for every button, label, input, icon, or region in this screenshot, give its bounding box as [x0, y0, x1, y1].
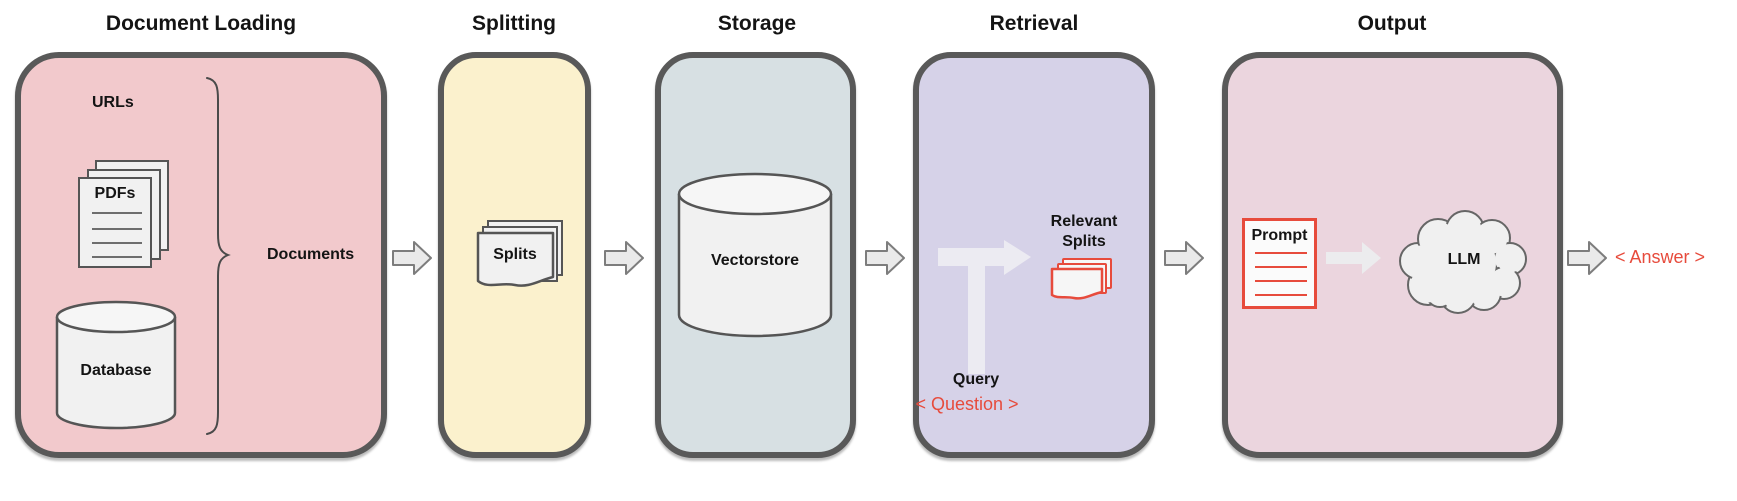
relevant-splits-line2: Splits: [1062, 233, 1106, 250]
flow-arrow-3-icon: [865, 239, 905, 277]
database-label: Database: [80, 362, 152, 379]
llm-cloud-icon: LLM: [1392, 209, 1535, 319]
relevant-splits-line1: Relevant: [1050, 213, 1118, 230]
flow-arrow-1-icon: [392, 239, 432, 277]
query-label: Query: [952, 371, 1000, 388]
stage-title-retrieval: Retrieval: [989, 12, 1079, 35]
prompt-to-llm-arrow-icon: [1326, 241, 1382, 275]
splits-label: Splits: [493, 246, 537, 263]
stage-title-storage: Storage: [717, 12, 797, 35]
splits-stack-icon: Splits: [476, 231, 555, 291]
flow-arrow-2-icon: [604, 239, 644, 277]
relevant-splits-label: Relevant Splits: [1051, 212, 1118, 252]
pdf-line-icon: [92, 212, 142, 214]
stage-title-document-loading: Document Loading: [105, 12, 297, 35]
flow-arrow-5-icon: [1567, 239, 1607, 277]
curly-brace-icon: [203, 76, 231, 436]
pdfs-label: PDFs: [94, 185, 136, 202]
prompt-line-icon: [1255, 252, 1307, 254]
question-value: < Question >: [915, 394, 1019, 414]
database-cylinder-icon: Database: [55, 300, 177, 431]
flow-arrow-4-icon: [1164, 239, 1204, 277]
prompt-label: Prompt: [1251, 227, 1308, 244]
documents-label: Documents: [267, 246, 355, 263]
relevant-splits-stack-icon: [1050, 267, 1104, 302]
query-flow-arrow-icon: [936, 240, 1032, 374]
vectorstore-label: Vectorstore: [710, 252, 800, 269]
vectorstore-cylinder-icon: Vectorstore: [677, 172, 833, 339]
urls-label: URLs: [92, 94, 134, 111]
stage-title-output: Output: [1357, 12, 1427, 35]
prompt-line-icon: [1255, 266, 1307, 268]
answer-value: < Answer >: [1615, 247, 1706, 267]
stage-title-splitting: Splitting: [472, 12, 556, 35]
prompt-line-icon: [1255, 294, 1307, 296]
pdf-stack-icon: PDFs: [78, 177, 152, 268]
pdf-line-icon: [92, 256, 142, 258]
prompt-line-icon: [1255, 280, 1307, 282]
pdf-line-icon: [92, 242, 142, 244]
pdf-line-icon: [92, 228, 142, 230]
llm-label: LLM: [1447, 251, 1481, 268]
prompt-document-icon: Prompt: [1242, 218, 1317, 309]
